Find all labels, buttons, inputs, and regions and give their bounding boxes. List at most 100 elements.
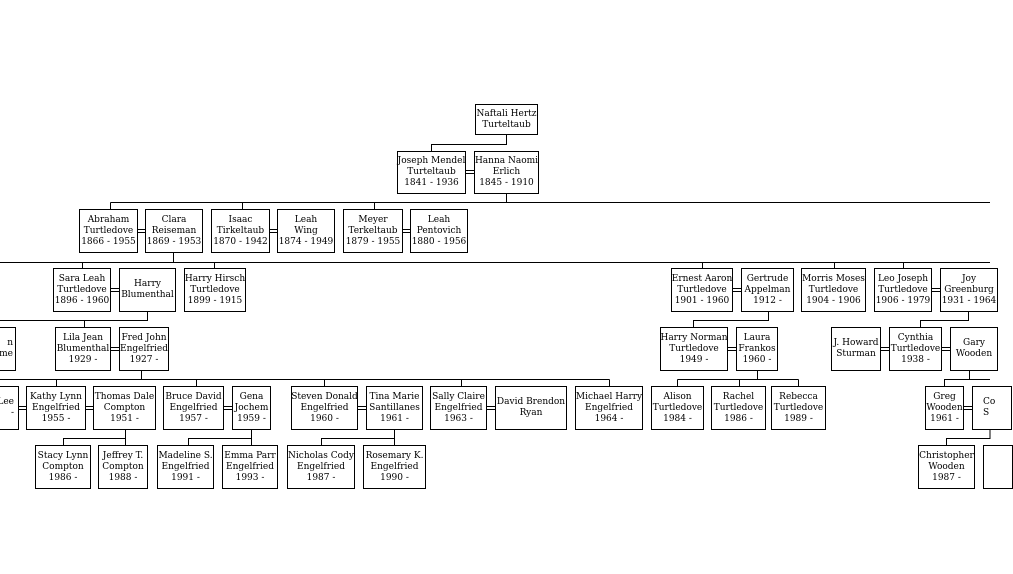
person-dates: 1987 - — [932, 472, 961, 483]
person-surname: S — [983, 408, 990, 418]
person-name: n — [7, 338, 13, 348]
person-joseph-mendel-turteltaub: Joseph Mendel Turteltaub 1841 - 1936 — [397, 151, 466, 194]
person-rosemary-k-engelfried: Rosemary K. Engelfried 1990 - — [363, 445, 426, 489]
person-surname: Erlich — [492, 167, 521, 177]
person-surname: Turteltaub — [482, 119, 531, 130]
person-rachel-turtledove: Rachel Turtledove 1986 - — [711, 386, 766, 430]
person-gena-jochem: Gena Jochem 1959 - — [232, 386, 271, 430]
person-dates: 1964 - — [594, 413, 624, 424]
person-isaac-tirkeltaub: Isaac Tirkeltaub 1870 - 1942 — [211, 209, 270, 253]
person-surname: Frankos — [738, 343, 776, 354]
person-surname: Turtledove — [773, 402, 824, 413]
person-jeffrey-t-compton: Jeffrey T. Compton 1988 - — [98, 445, 148, 489]
person-name: Leah — [294, 214, 318, 225]
person-emma-parr-engelfried: Emma Parr Engelfried 1993 - — [222, 445, 278, 489]
person-surname: Turtledove — [83, 225, 134, 236]
person-dates: 1880 - 1956 — [411, 236, 467, 247]
person-nicholas-cody-engelfried: Nicholas Cody Engelfried 1987 - — [287, 445, 355, 489]
person-joy-greenburg: Joy Greenburg 1931 - 1964 — [940, 268, 998, 312]
person-dates: 1957 - — [179, 413, 208, 424]
person-name: Harry Norman — [660, 332, 728, 343]
person-clara-reiseman: Clara Reiseman 1869 - 1953 — [145, 209, 203, 253]
person-laura-frankos: Laura Frankos 1960 - — [736, 327, 778, 371]
person-meyer-terkeltaub: Meyer Terkeltaub 1879 - 1955 — [343, 209, 403, 253]
person-name: Jeffrey T. — [102, 450, 144, 461]
person-dates: 1904 - 1906 — [806, 295, 861, 306]
person-alison-turtledove: Alison Turtledove 1984 - — [651, 386, 704, 430]
person-dates: 1899 - 1915 — [187, 295, 243, 306]
person-dates: 1961 - — [380, 413, 409, 424]
person-surname: Turteltaub — [407, 167, 456, 177]
person-name: J. Howard — [833, 338, 879, 348]
person-surname: me — [0, 349, 13, 359]
person-surname: Turtledove — [890, 343, 941, 354]
person-morris-moses-turtledove: Morris Moses Turtledove 1904 - 1906 — [801, 268, 866, 312]
person-partial-lee: Lee - — [0, 386, 19, 430]
person-name: Meyer — [358, 214, 388, 225]
person-dates: 1960 - — [742, 354, 772, 365]
person-dates: 1938 - — [901, 354, 930, 365]
person-cynthia-turtledove: Cynthia Turtledove 1938 - — [889, 327, 942, 371]
person-name: Stacy Lynn — [37, 450, 89, 461]
person-kathy-lynn-engelfried: Kathy Lynn Engelfried 1955 - — [26, 386, 86, 430]
person-dates: 1929 - — [68, 354, 98, 365]
person-surname: Engelfried — [300, 402, 349, 413]
person-surname: Appelman — [744, 284, 791, 295]
person-dates: 1989 - — [784, 413, 813, 424]
person-name: Joseph Mendel — [397, 156, 466, 166]
person-dates: 1959 - — [237, 413, 266, 424]
person-name: Emma Parr — [224, 450, 276, 461]
person-name: Thomas Dale — [94, 391, 155, 402]
person-name: Cynthia — [897, 332, 934, 343]
person-name: Harry — [134, 279, 161, 289]
person-surname: Wooden — [928, 461, 965, 472]
person-surname: Turtledove — [713, 402, 764, 413]
person-dates: 1927 - — [129, 354, 159, 365]
person-name: Laura — [743, 332, 771, 343]
person-name: Nicholas Cody — [288, 450, 354, 461]
person-name: Alison — [663, 391, 692, 402]
person-name: Clara — [161, 214, 187, 225]
person-dates: 1960 - — [310, 413, 339, 424]
person-name: Co — [983, 397, 996, 407]
person-name: Bruce David — [165, 391, 222, 402]
person-name: Abraham — [87, 214, 130, 225]
person-bruce-david-engelfried: Bruce David Engelfried 1957 - — [163, 386, 224, 430]
person-surname: Blumenthal — [121, 290, 174, 300]
person-name: Christopher — [919, 450, 974, 461]
person-dates: 1845 - 1910 — [479, 178, 534, 188]
person-dates: 1963 - — [444, 413, 473, 424]
person-dates: 1993 - — [235, 472, 265, 483]
person-surname: Engelfried — [370, 461, 419, 472]
person-partial-right-bottom — [983, 445, 1013, 489]
person-thomas-dale-compton: Thomas Dale Compton 1951 - — [93, 386, 156, 430]
person-name: Michael Harry — [575, 391, 643, 402]
person-dates: 1949 - — [679, 354, 709, 365]
person-name: Madeline S. — [158, 450, 213, 461]
person-surname: Turtledove — [652, 402, 703, 413]
person-j-howard-sturman: J. Howard Sturman — [831, 327, 881, 371]
person-surname: Santillanes — [369, 402, 420, 413]
person-dates: 1961 - — [930, 413, 959, 424]
person-naftali-hertz-turteltaub: Naftali Hertz Turteltaub — [475, 104, 538, 135]
person-surname: Compton — [102, 461, 144, 472]
person-name: Leo Joseph — [877, 273, 929, 284]
person-name: David Brendon — [496, 397, 566, 407]
person-name: Naftali Hertz — [476, 108, 537, 119]
person-name: Greg — [933, 391, 956, 402]
person-madeline-s-engelfried: Madeline S. Engelfried 1991 - — [157, 445, 214, 489]
person-name: Harry Hirsch — [184, 273, 246, 284]
person-tina-marie-santillanes: Tina Marie Santillanes 1961 - — [366, 386, 423, 430]
person-name: Gena — [239, 391, 264, 402]
person-name: Gertrude — [746, 273, 789, 284]
person-greg-wooden: Greg Wooden 1961 - — [925, 386, 964, 430]
person-dates: 1984 - — [663, 413, 692, 424]
connector-lines — [0, 135, 991, 445]
person-stacy-lynn-compton: Stacy Lynn Compton 1986 - — [35, 445, 91, 489]
person-dates: 1951 - — [110, 413, 139, 424]
person-surname: Jochem — [234, 402, 269, 413]
person-name: Gary — [963, 338, 985, 348]
person-dates: 1986 - — [724, 413, 753, 424]
person-name: Fred John — [121, 332, 167, 343]
person-partial-left: n me — [0, 327, 16, 371]
